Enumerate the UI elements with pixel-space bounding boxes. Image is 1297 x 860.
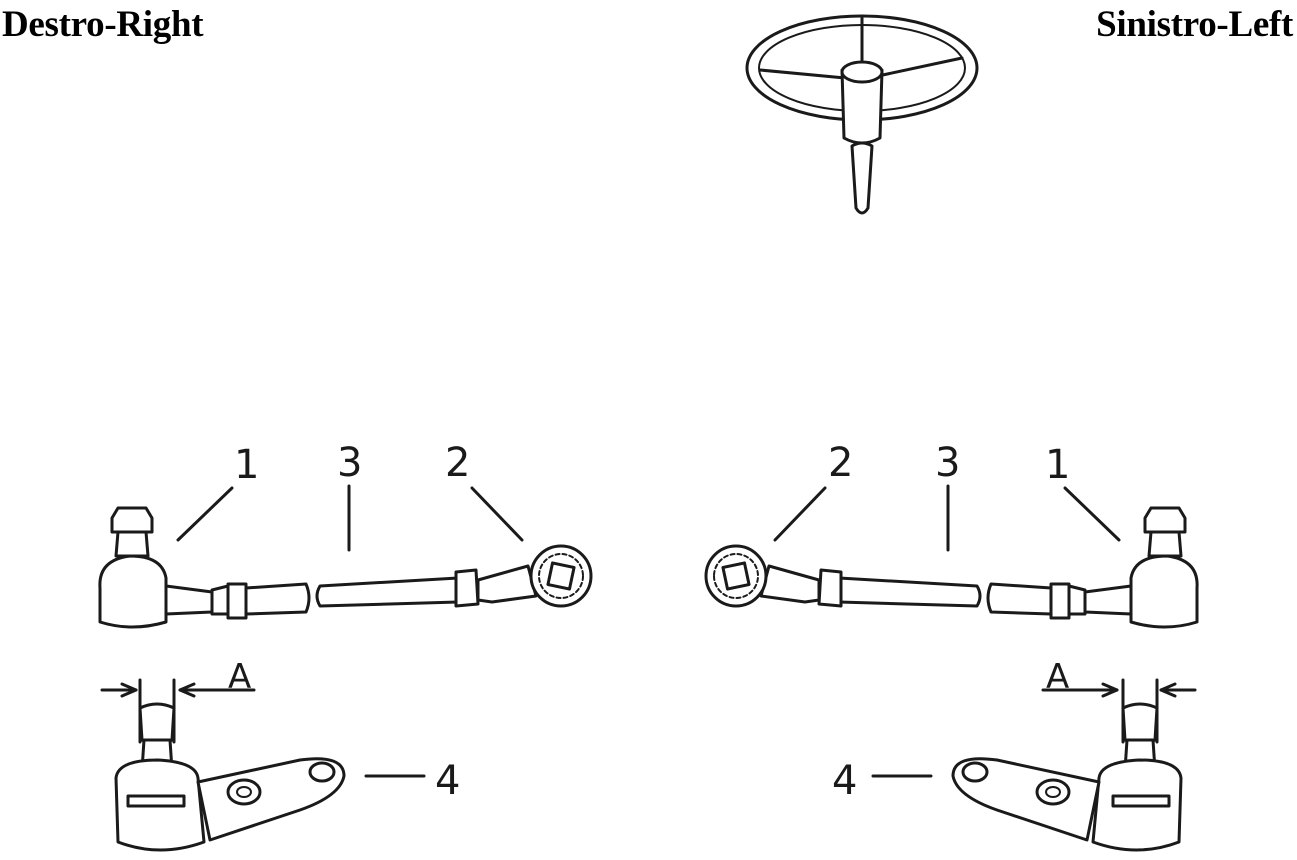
callout-2-left: 2	[828, 440, 853, 486]
leader-2-right	[470, 486, 524, 542]
callout-4-right: 4	[435, 758, 460, 804]
title-destro-right: Destro-Right	[2, 4, 204, 45]
callout-2-right: 2	[445, 440, 470, 486]
steering-arm-4-right	[114, 678, 346, 852]
tie-rod-assembly-right: A 1 3 2 4	[98, 440, 593, 852]
leader-1-right	[176, 486, 234, 542]
steering-wheel-icon	[745, 14, 979, 215]
svg-text:A: A	[228, 657, 251, 697]
callout-1-left: 1	[1045, 442, 1070, 488]
tie-rod-assembly-left: A 2 3 1 4	[704, 440, 1199, 852]
tie-rod-end-1-right	[98, 506, 311, 629]
callout-1-right: 1	[234, 442, 259, 488]
callout-3-left: 3	[935, 440, 960, 486]
dimension-a-right: A	[100, 657, 256, 698]
steering-arm-4-left	[951, 678, 1183, 852]
leader-1-left	[1063, 486, 1121, 542]
tie-rod-tube-3-left	[837, 576, 982, 608]
dimension-a-left-label: A	[1046, 657, 1069, 697]
callout-4-left: 4	[832, 758, 857, 804]
tie-rod-end-1-left	[986, 506, 1199, 629]
tie-rod-end-2-left	[704, 544, 843, 608]
leader-2-left	[773, 486, 827, 542]
dimension-a-left-arrows	[1041, 682, 1197, 698]
tie-rod-end-2-right	[454, 544, 593, 608]
title-sinistro-left: Sinistro-Left	[1096, 4, 1293, 45]
tie-rod-tube-3-right	[315, 576, 460, 608]
callout-3-right: 3	[337, 440, 362, 486]
